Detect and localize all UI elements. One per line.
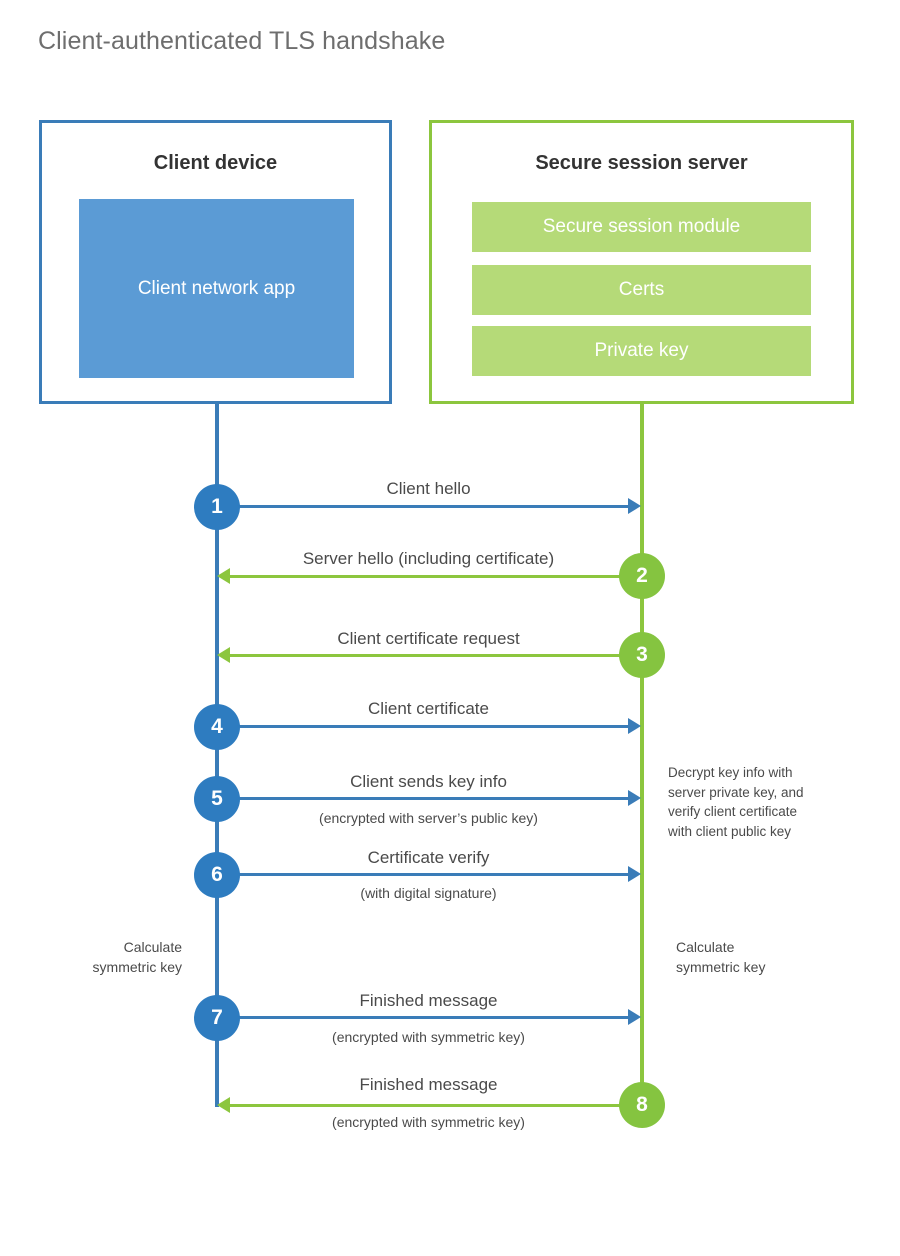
step-5-arrow-head-icon <box>628 790 641 806</box>
step-2-arrow-line <box>230 575 640 578</box>
step-7-label: Finished message <box>359 991 498 1010</box>
step-8-circle[interactable]: 8 <box>619 1082 665 1128</box>
server-block-private-key: Private key <box>472 326 811 376</box>
step-7-circle[interactable]: 7 <box>194 995 240 1041</box>
step-8-label: Finished message <box>359 1075 498 1094</box>
step-1-arrow-line <box>217 505 630 508</box>
server-lifeline <box>640 404 644 1107</box>
step-3-label: Client certificate request <box>337 629 520 648</box>
step-6-arrow-head-icon <box>628 866 641 882</box>
step-2-label: Server hello (including certificate) <box>302 549 555 568</box>
step-2-arrow-head-icon <box>217 568 230 584</box>
step-1-label: Client hello <box>386 479 471 498</box>
server-block-secure-session-module: Secure session module <box>472 202 811 252</box>
step-6-arrow-line <box>217 873 630 876</box>
step-7-arrow-head-icon <box>628 1009 641 1025</box>
secure-session-server-title: Secure session server <box>535 152 748 174</box>
client-device-title: Client device <box>153 152 278 174</box>
step-7-arrow-line <box>217 1016 630 1019</box>
step-4-arrow-head-icon <box>628 718 641 734</box>
step-1-circle[interactable]: 1 <box>194 484 240 530</box>
step-4-arrow-line <box>217 725 630 728</box>
step-5-sublabel: (encrypted with server’s public key) <box>319 810 538 826</box>
note-server-calculate-symmetric-key: Calculate symmetric key <box>676 939 766 976</box>
server-block-certs: Certs <box>472 265 811 315</box>
step-3-circle[interactable]: 3 <box>619 632 665 678</box>
step-5-circle[interactable]: 5 <box>194 776 240 822</box>
step-6-circle[interactable]: 6 <box>194 852 240 898</box>
step-4-circle[interactable]: 4 <box>194 704 240 750</box>
step-8-arrow-line <box>230 1104 640 1107</box>
step-8-arrow-head-icon <box>217 1097 230 1113</box>
page-title: Client-authenticated TLS handshake <box>38 27 446 55</box>
client-device-box: Client device Client network app <box>39 120 392 404</box>
step-6-label: Certificate verify <box>367 848 490 867</box>
step-6-sublabel: (with digital signature) <box>360 885 497 901</box>
note-client-calculate-symmetric-key: Calculate symmetric key <box>92 939 182 976</box>
step-5-arrow-line <box>217 797 630 800</box>
step-5-label: Client sends key info <box>350 772 507 791</box>
step-7-sublabel: (encrypted with symmetric key) <box>332 1029 525 1045</box>
step-2-circle[interactable]: 2 <box>619 553 665 599</box>
step-3-arrow-head-icon <box>217 647 230 663</box>
note-server-decrypt-key-info: Decrypt key info with server private key… <box>668 765 804 839</box>
secure-session-server-box: Secure session server Secure session mod… <box>429 120 854 404</box>
step-8-sublabel: (encrypted with symmetric key) <box>332 1114 525 1130</box>
client-network-app-block: Client network app <box>79 199 354 378</box>
client-lifeline <box>215 404 219 1107</box>
step-1-arrow-head-icon <box>628 498 641 514</box>
step-4-label: Client certificate <box>368 699 489 718</box>
step-3-arrow-line <box>230 654 640 657</box>
